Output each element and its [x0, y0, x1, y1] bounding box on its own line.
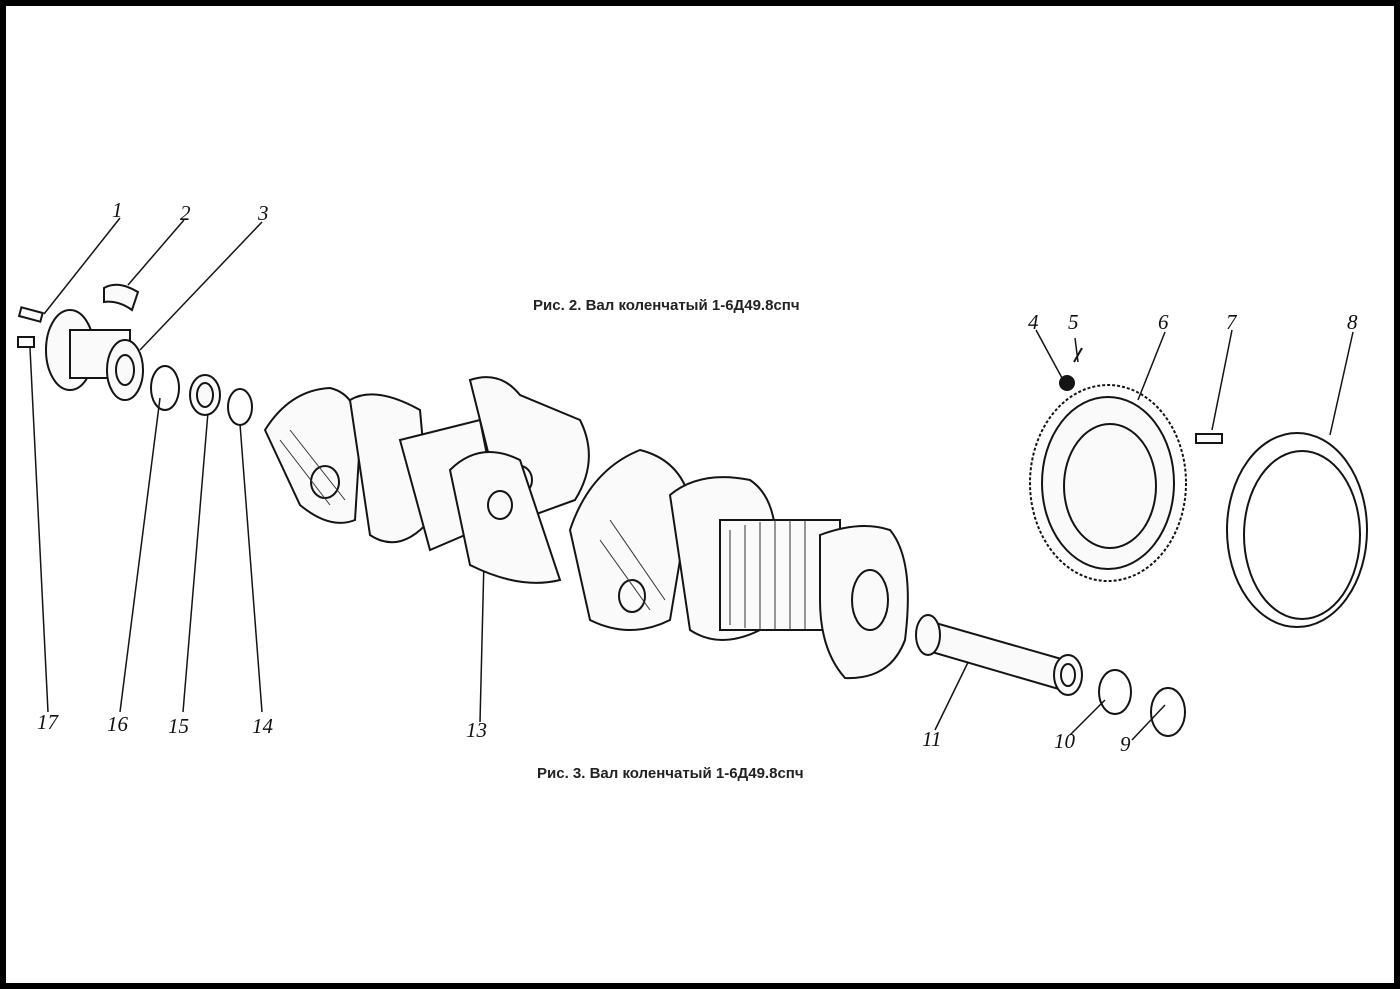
shaft-part-11	[915, 614, 1083, 696]
label-3: 3	[258, 201, 269, 225]
seal-ring-part-8	[1226, 432, 1368, 628]
figure-3-caption: Рис. 3. Вал коленчатый 1-6Д49.8спч	[537, 765, 804, 782]
bushing-part-15	[189, 374, 221, 416]
label-5: 5	[1068, 310, 1079, 334]
bolt-part-1	[17, 306, 44, 323]
label-2: 2	[180, 201, 191, 225]
label-14: 14	[252, 714, 273, 738]
label-1: 1	[112, 198, 123, 222]
gear-part-6	[1029, 384, 1187, 582]
bolt-part-7	[1195, 433, 1223, 444]
label-15: 15	[168, 714, 189, 738]
label-17: 17	[37, 710, 58, 734]
lock-plate-part-2	[103, 283, 140, 312]
ring-part-14	[227, 388, 253, 426]
label-7: 7	[1226, 310, 1237, 334]
label-16: 16	[107, 712, 128, 736]
label-9: 9	[1120, 732, 1131, 756]
ring-part-16	[150, 365, 180, 411]
label-13: 13	[466, 718, 487, 742]
figure-2-caption: Рис. 2. Вал коленчатый 1-6Д49.8спч	[533, 297, 800, 314]
label-11: 11	[922, 727, 942, 751]
label-6: 6	[1158, 310, 1169, 334]
key-part-5	[1073, 347, 1083, 363]
ball-part-4	[1059, 375, 1075, 391]
crankshaft-part-13	[263, 376, 909, 680]
label-8: 8	[1347, 310, 1358, 334]
flange-hub-part-3	[45, 309, 144, 401]
label-4: 4	[1028, 310, 1039, 334]
pin-part-17	[17, 336, 35, 348]
ring-part-9	[1150, 687, 1186, 737]
label-10: 10	[1054, 729, 1075, 753]
ring-part-10	[1098, 669, 1132, 715]
